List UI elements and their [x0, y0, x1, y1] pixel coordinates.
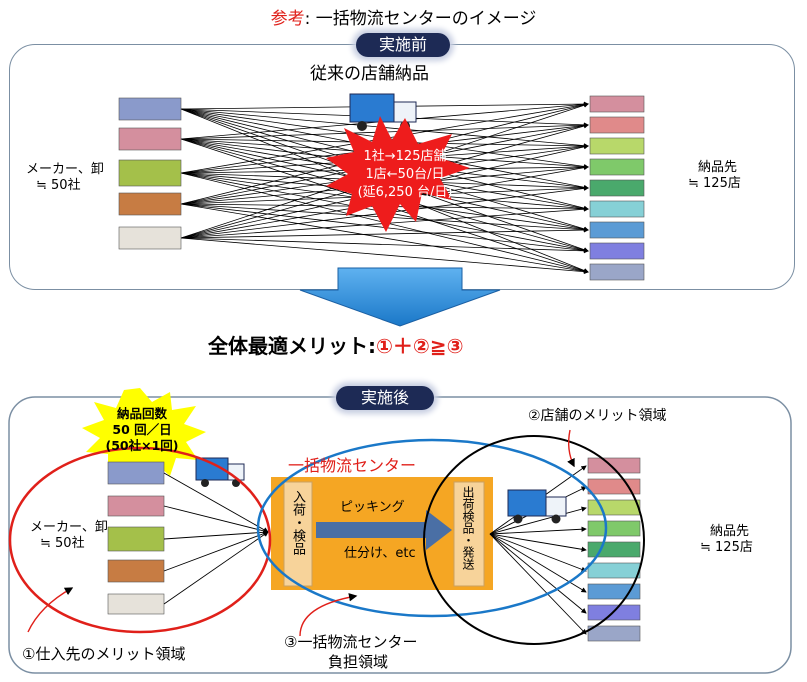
diagram-title: 参考: 一括物流センターのイメージ [0, 4, 807, 29]
supplier-merit-ellipse [8, 446, 272, 634]
before-badge: 実施前 [356, 33, 450, 57]
picking-label: ピッキング [340, 500, 405, 515]
merit2-pointer [567, 429, 575, 468]
burst-text: 1社→125店舗 1店←50台/日 (延6,250 台/日) [357, 149, 453, 200]
before-store-boxes [589, 95, 645, 281]
store-box [587, 562, 641, 579]
merit-line: 全体最適メリット:①＋②≧③ [208, 334, 464, 358]
merit-formula: ①＋②≧③ [376, 334, 464, 358]
delivery-count-burst [82, 388, 206, 478]
before-heading: 従来の店舗納品 [310, 64, 429, 84]
after-store-boxes [587, 457, 641, 642]
after-makers-label: メーカー、卸 ≒ 50社 [30, 520, 108, 551]
store-box [589, 116, 645, 134]
receiving-label: 入荷・検品 [290, 490, 305, 555]
after-inbound-lines [163, 472, 269, 605]
store-box [587, 457, 641, 474]
merit1-pointer [27, 587, 74, 633]
title-text: : 一括物流センターのイメージ [304, 9, 537, 29]
store-box [589, 158, 645, 176]
store-box [587, 499, 641, 516]
process-arrow [316, 510, 452, 550]
center-title: 一括物流センター [288, 456, 417, 475]
delivery-count-text: 納品回数 50 回／日 (50社×1回) [105, 406, 179, 453]
merit1-label: ①仕入先のメリット領域 [22, 645, 186, 663]
after-badge: 実施後 [336, 386, 434, 410]
store-box [587, 520, 641, 537]
before-stores-label: 納品先 ≒ 125店 [688, 160, 741, 191]
merit3-pointer [299, 593, 358, 637]
merit-label: 全体最適メリット: [208, 334, 376, 358]
store-box [589, 200, 645, 218]
center-burden-ellipse [256, 438, 608, 618]
store-box [589, 137, 645, 155]
before-truck-icon [349, 93, 417, 131]
before-makers-label: メーカー、卸 ≒ 50社 [26, 162, 104, 193]
store-box [589, 95, 645, 113]
after-stores-label: 納品先 ≒ 125店 [700, 524, 753, 555]
transition-arrow [299, 267, 501, 327]
store-box [587, 541, 641, 558]
store-box [589, 221, 645, 239]
store-box [589, 242, 645, 260]
warning-burst [326, 116, 470, 232]
outbound-truck-icon [507, 489, 567, 524]
merit3-label: ③一括物流センター 負担領域 [284, 633, 418, 671]
before-maker-boxes [118, 97, 182, 250]
title-prefix: 参考 [270, 9, 305, 29]
store-box [587, 625, 641, 642]
sorting-label: 仕分け、etc [344, 546, 416, 561]
store-merit-ellipse [423, 435, 645, 645]
store-box [589, 263, 645, 281]
store-box [589, 179, 645, 197]
shipping-label: 出荷検品・発送 [461, 486, 475, 570]
merit2-label: ②店舗のメリット領域 [528, 408, 667, 424]
